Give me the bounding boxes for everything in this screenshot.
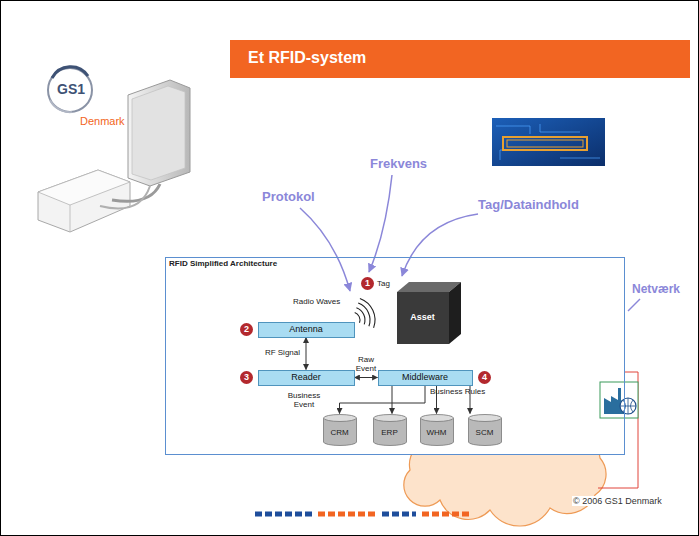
- tag-image: [492, 118, 605, 166]
- leader-lines: [300, 175, 640, 311]
- callout-label: Netværk: [632, 283, 680, 297]
- asset-cube: Asset: [397, 292, 449, 344]
- node-text: Middleware: [402, 373, 448, 383]
- connector: [392, 386, 393, 414]
- connector-label: RF Signal: [265, 349, 300, 358]
- node-text: SCM: [476, 429, 494, 446]
- node-text: CRM: [330, 429, 348, 446]
- cube-side: [449, 282, 461, 344]
- callout-label: Frekvens: [370, 157, 427, 172]
- connector-label: Raw Event: [351, 356, 381, 374]
- node-text: WHM: [427, 429, 447, 446]
- callout-number: 3: [240, 371, 253, 384]
- gs1-logo: [48, 67, 92, 112]
- part-label: Tag: [377, 279, 390, 288]
- title-band: [230, 40, 690, 78]
- process-box: Reader: [258, 370, 355, 386]
- process-box: Antenna: [258, 322, 355, 338]
- connector: [340, 386, 426, 414]
- callout-number: 1: [361, 277, 374, 290]
- architecture-frame: RFID Simplified ArchitectureAssetAntenna…: [165, 257, 625, 455]
- node-text: Antenna: [289, 325, 323, 335]
- node-text: ERP: [381, 429, 397, 446]
- callout-number: 2: [240, 323, 253, 336]
- callout-label: Protokol: [262, 190, 315, 205]
- reader-photo: [38, 170, 160, 232]
- logo-subtext: Denmark: [80, 115, 125, 128]
- database-cylinder: CRM: [323, 414, 357, 446]
- database-cylinder: WHM: [420, 414, 454, 446]
- node-text: Reader: [291, 373, 321, 383]
- radio-waves: [355, 298, 375, 328]
- frame-heading: RFID Simplified Architecture: [169, 260, 277, 269]
- copyright-note: © 2006 GS1 Denmark: [572, 496, 663, 506]
- connector: [306, 338, 307, 370]
- decor-bar: [255, 512, 472, 517]
- slide-title: Et RFID-system: [248, 49, 366, 67]
- flow-label: Business Event: [280, 391, 328, 409]
- antenna-photo: [128, 80, 190, 186]
- flow-label: Business Rules: [430, 387, 485, 396]
- database-cylinder: SCM: [468, 414, 502, 446]
- connector: [355, 377, 378, 378]
- factory-icon: [600, 382, 638, 418]
- frame-ground: [165, 257, 625, 455]
- process-box: Middleware: [378, 370, 473, 386]
- part-label: Radio Waves: [293, 297, 340, 306]
- callout-label: Tag/Dataindhold: [478, 198, 579, 213]
- node-text: Asset: [410, 313, 435, 323]
- callout-number: 4: [478, 371, 491, 384]
- logo-text: GS1: [57, 81, 85, 97]
- database-cylinder: ERP: [373, 414, 407, 446]
